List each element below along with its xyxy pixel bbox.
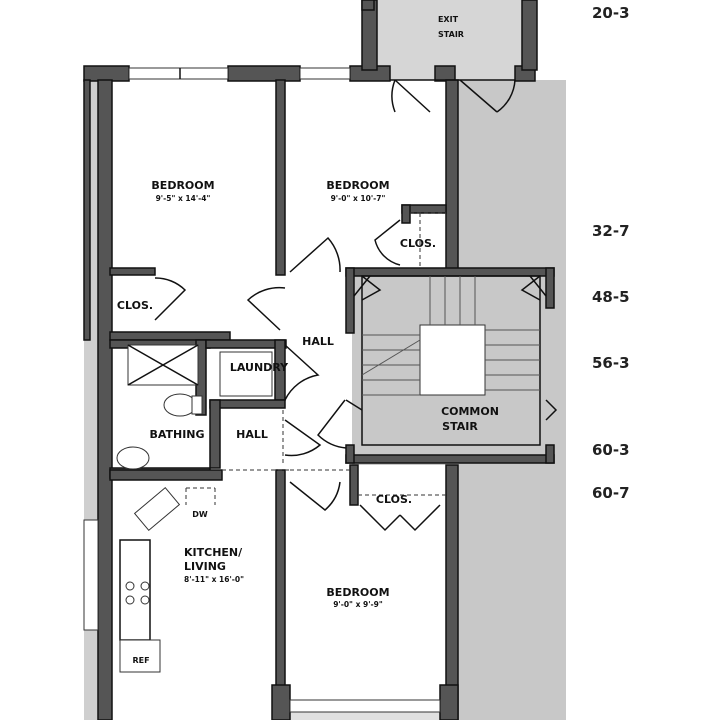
elevation-label: 56-3 — [592, 354, 630, 372]
bedroom-2-dims: 9'-0" x 10'-7" — [331, 194, 386, 203]
exit-stair-doors — [390, 79, 516, 113]
elevation-label: 20-3 — [592, 4, 630, 22]
closet-2-label: CLOS. — [400, 237, 436, 250]
interior-doors — [154, 219, 441, 532]
elevation-label: 48-5 — [592, 288, 630, 306]
bedroom-1-name: BEDROOM — [151, 179, 214, 192]
elevation-labels: 20-3 32-7 48-5 56-3 60-3 60-7 — [592, 4, 630, 502]
fixtures — [83, 344, 273, 673]
dishwasher-label: DW — [192, 510, 208, 519]
elevation-label: 32-7 — [592, 222, 630, 240]
common-stair-drawing — [345, 275, 558, 446]
laundry-label: LAUNDRY — [230, 361, 289, 374]
kitchen-label-1: KITCHEN/ — [184, 546, 243, 559]
room-labels: EXIT STAIR BEDROOM 9'-5" x 14'-4" BEDROO… — [117, 15, 499, 665]
exit-stair-label-1: EXIT — [438, 15, 459, 24]
kitchen-label-2: LIVING — [184, 560, 226, 573]
hall-1-label: HALL — [302, 335, 334, 348]
bedroom-3-dims: 9'-0" x 9'-9" — [333, 600, 383, 609]
hall-2-label: HALL — [236, 428, 268, 441]
walls — [83, 0, 555, 720]
dashed-lines — [185, 212, 446, 505]
closet-3-label: CLOS. — [376, 493, 412, 506]
refrigerator-label: REF — [132, 656, 149, 665]
elevation-label: 60-3 — [592, 441, 630, 459]
bathing-label: BATHING — [149, 428, 204, 441]
elevation-label: 60-7 — [592, 484, 630, 502]
exit-stair-label-2: STAIR — [438, 30, 464, 39]
common-stair-label-2: STAIR — [442, 420, 478, 433]
common-stair-label-1: COMMON — [441, 405, 499, 418]
kitchen-dims: 8'-11" x 16'-0" — [184, 575, 244, 584]
windows — [128, 67, 441, 713]
closet-1-label: CLOS. — [117, 299, 153, 312]
bedroom-2-name: BEDROOM — [326, 179, 389, 192]
bedroom-3-name: BEDROOM — [326, 586, 389, 599]
bedroom-1-dims: 9'-5" x 14'-4" — [156, 194, 211, 203]
